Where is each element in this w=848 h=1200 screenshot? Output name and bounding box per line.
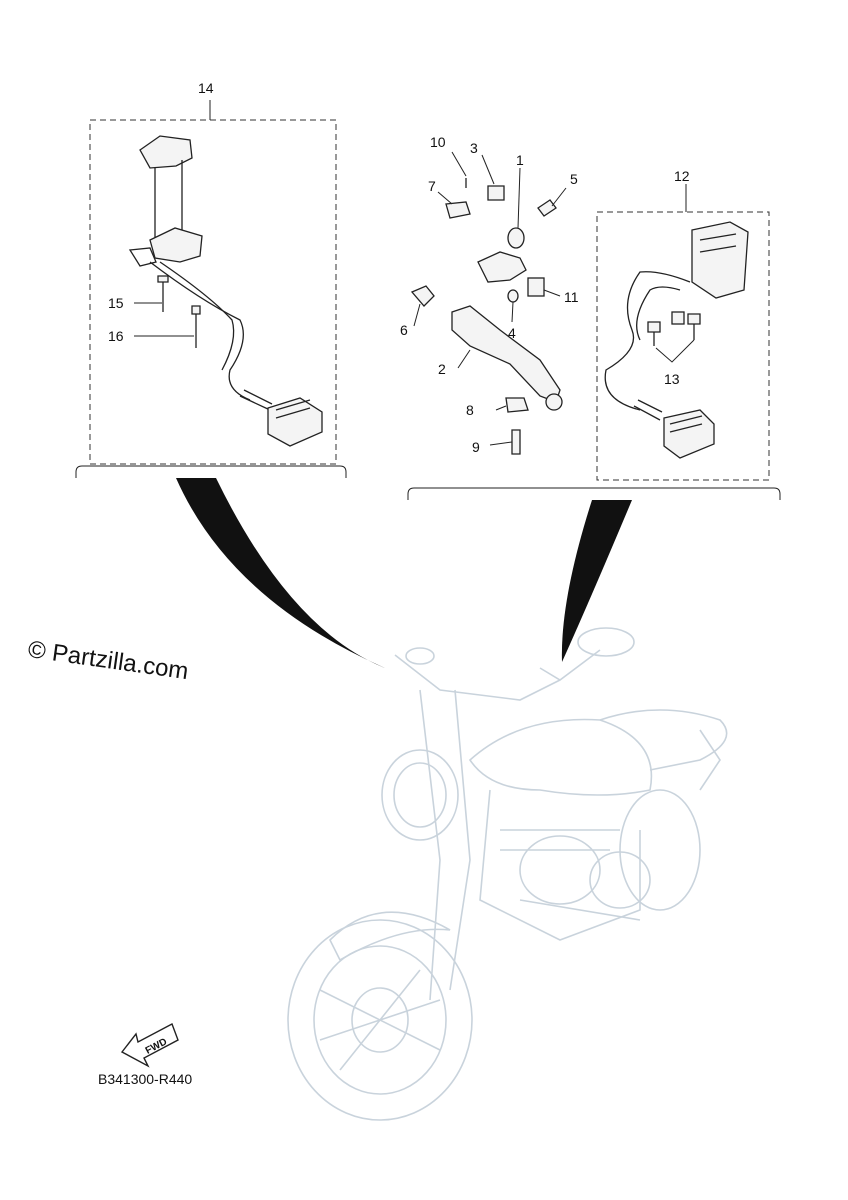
callout-3: 3 bbox=[470, 140, 478, 156]
fwd-arrow-icon: FWD bbox=[120, 1023, 179, 1068]
callout-7: 7 bbox=[428, 178, 436, 194]
callout-12: 12 bbox=[674, 168, 690, 184]
right-handlebar-switch-drawing bbox=[604, 221, 749, 459]
callout-8: 8 bbox=[466, 402, 474, 418]
callout-16: 16 bbox=[108, 328, 124, 344]
left-callout-wedge bbox=[176, 478, 385, 668]
callout-9: 9 bbox=[472, 439, 480, 455]
callout-11: 11 bbox=[564, 289, 579, 305]
right-callout-wedge bbox=[561, 500, 632, 662]
callout-4: 4 bbox=[508, 325, 516, 341]
right-group-frame bbox=[407, 184, 781, 500]
callout-13: 13 bbox=[664, 371, 680, 387]
callout-2: 2 bbox=[438, 361, 446, 377]
callout-1: 1 bbox=[516, 152, 524, 168]
brake-lever-assembly-drawing bbox=[410, 178, 563, 455]
right-callout-leaders bbox=[413, 151, 567, 446]
callout-5: 5 bbox=[570, 171, 578, 187]
motorcycle-outline bbox=[287, 627, 728, 1121]
callout-6: 6 bbox=[400, 322, 408, 338]
callout-15: 15 bbox=[108, 295, 124, 311]
left-handlebar-switch-drawing bbox=[128, 135, 323, 447]
left-group-frame bbox=[75, 100, 347, 478]
diagram-code: B341300-R440 bbox=[98, 1071, 193, 1087]
callout-14: 14 bbox=[198, 80, 214, 96]
callout-10: 10 bbox=[430, 134, 446, 150]
